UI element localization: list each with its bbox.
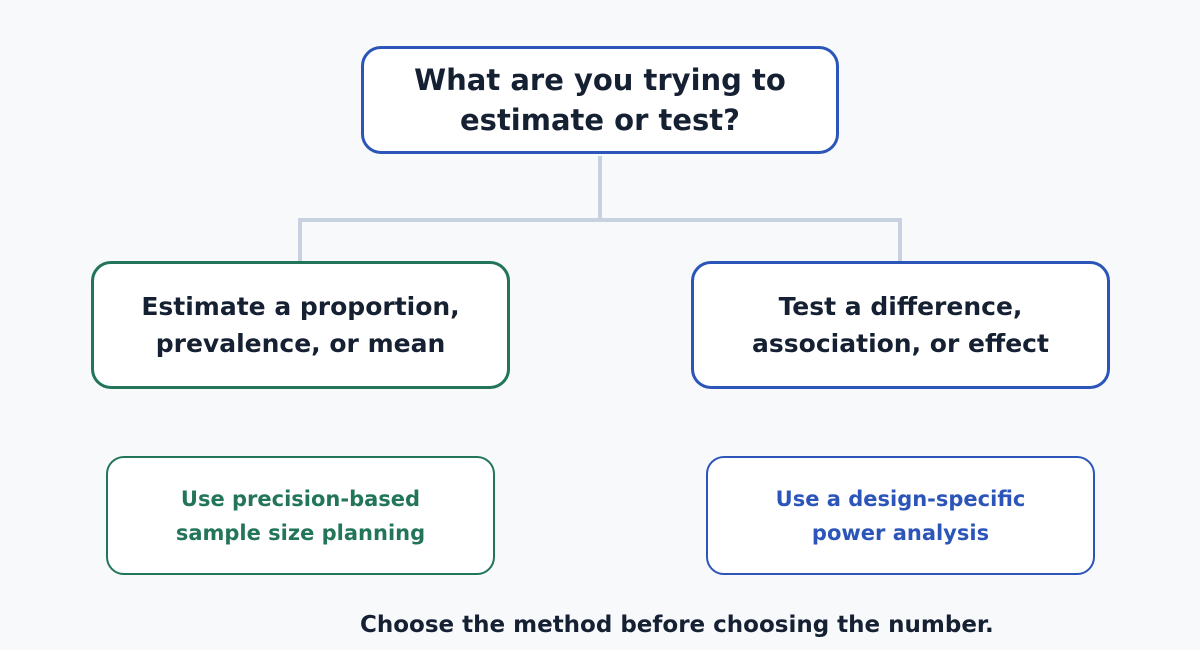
root-question-box: What are you trying to estimate or test? xyxy=(361,46,839,154)
power-outcome-box: Use a design-specific power analysis xyxy=(706,456,1095,575)
estimate-branch-line-2: prevalence, or mean xyxy=(155,329,446,358)
test-branch-line-1: Test a difference, xyxy=(778,292,1023,321)
test-branch-line-2: association, or effect xyxy=(752,329,1049,358)
precision-outcome-line-2: sample size planning xyxy=(175,520,426,545)
root-question-line-2: estimate or test? xyxy=(460,103,740,137)
estimate-branch-line-1: Estimate a proportion, xyxy=(141,292,460,321)
estimate-branch-box: Estimate a proportion, prevalence, or me… xyxy=(91,261,510,389)
footer-note: Choose the method before choosing the nu… xyxy=(360,612,994,638)
precision-outcome-box: Use precision-based sample size planning xyxy=(106,456,495,575)
root-question-line-1: What are you trying to xyxy=(414,63,786,97)
precision-outcome-line-1: Use precision-based xyxy=(180,486,421,511)
power-outcome-line-2: power analysis xyxy=(811,520,990,545)
test-branch-box: Test a difference, association, or effec… xyxy=(691,261,1110,389)
power-outcome-line-1: Use a design-specific xyxy=(775,486,1026,511)
